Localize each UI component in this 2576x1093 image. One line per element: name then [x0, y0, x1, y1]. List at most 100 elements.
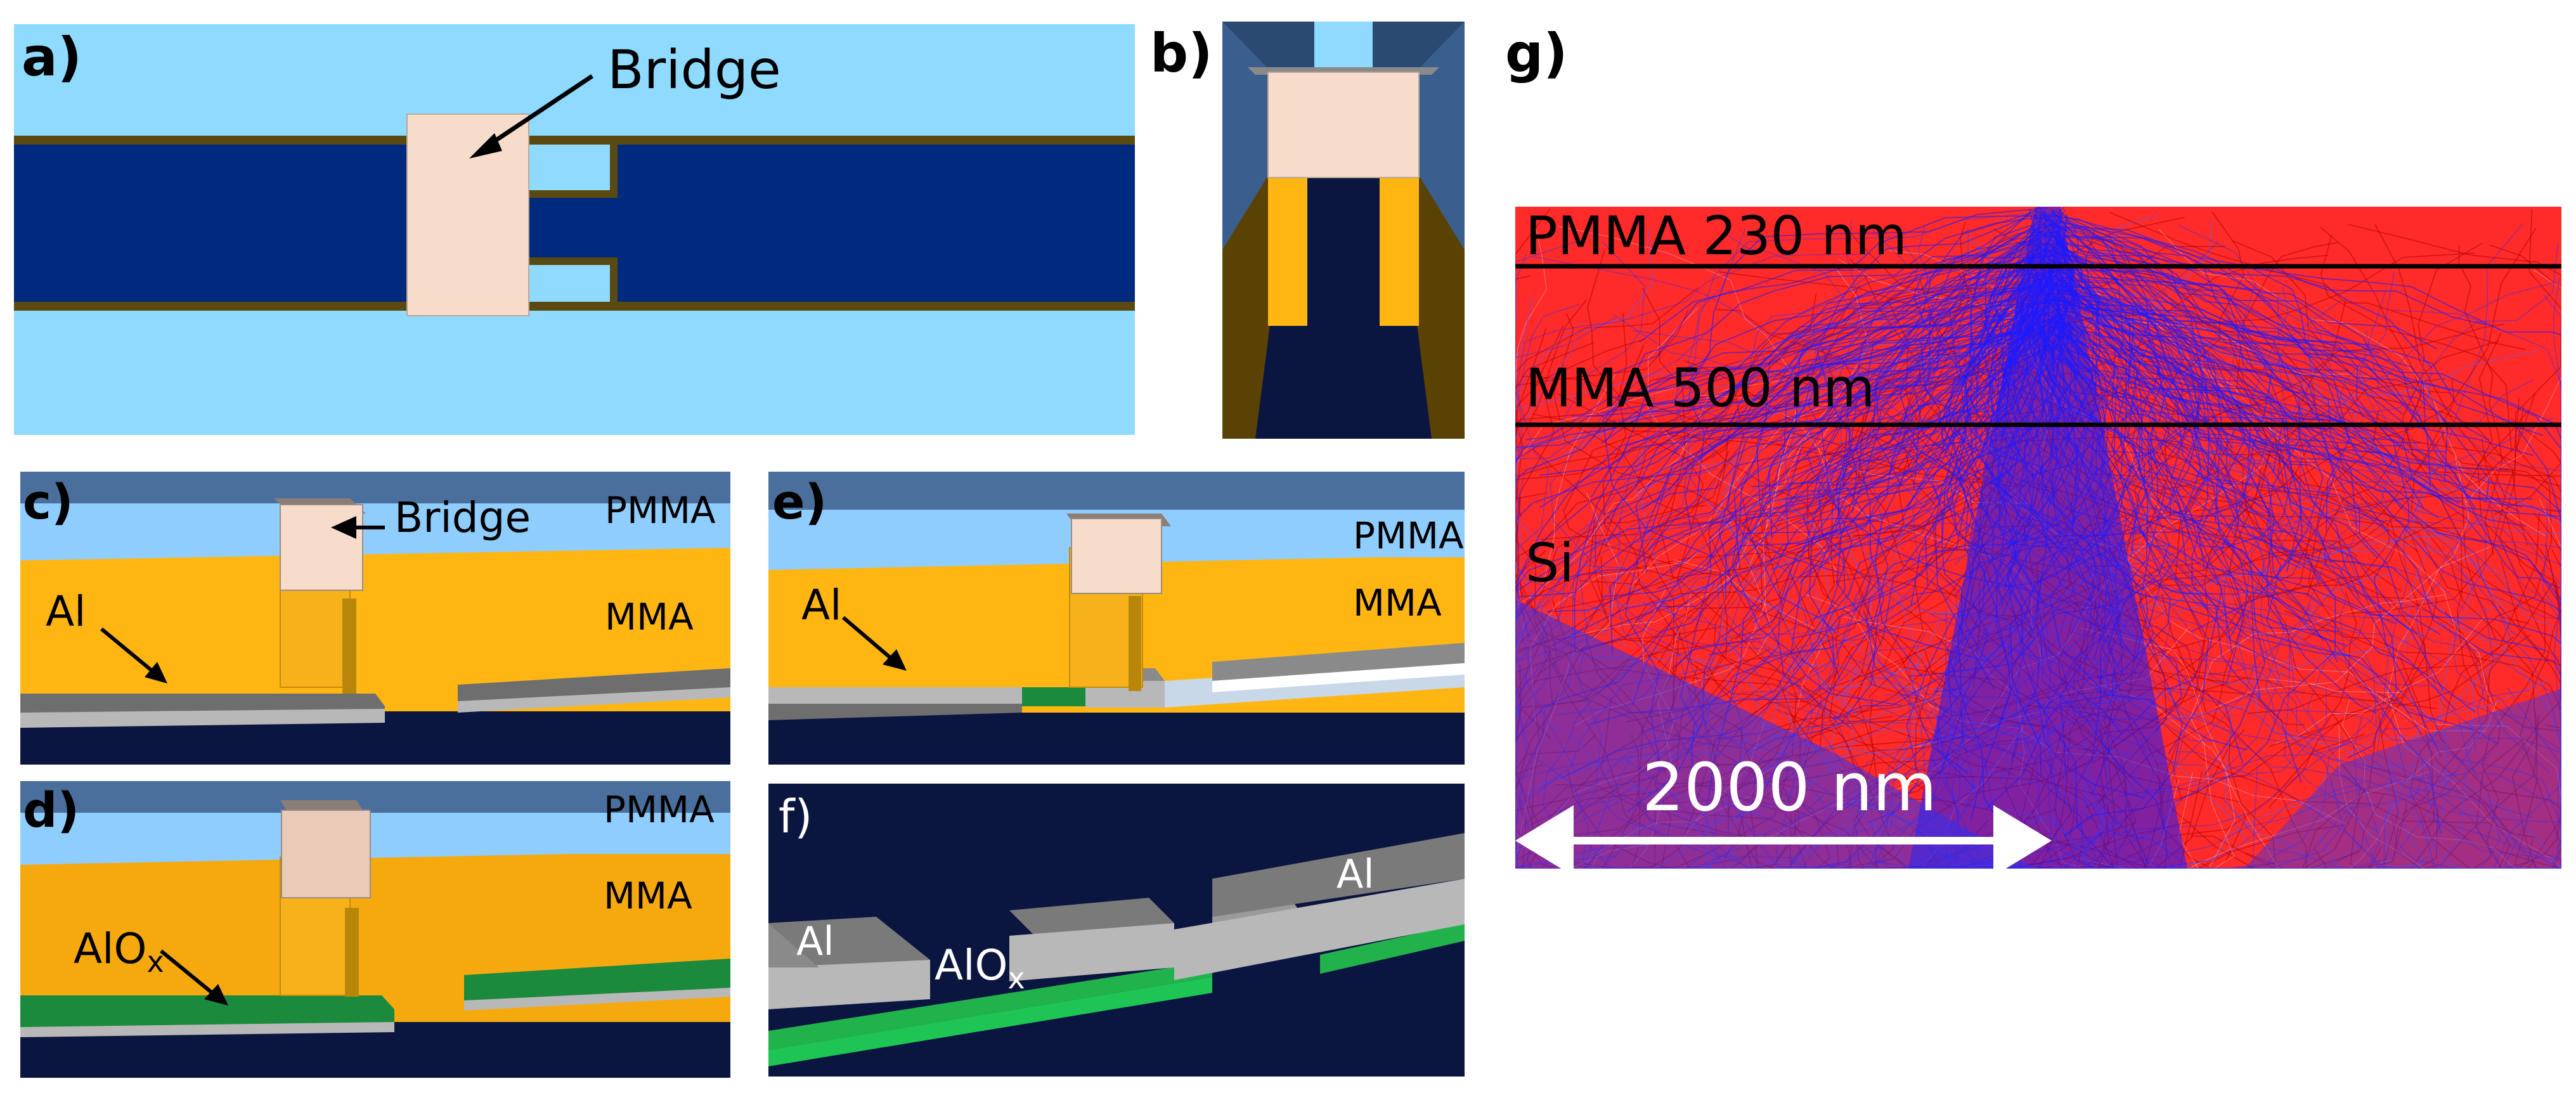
electron-trajectory	[2507, 687, 2561, 869]
electron-trajectory	[2227, 708, 2539, 869]
electron-trajectory	[2422, 591, 2561, 869]
electron-trajectory	[1515, 240, 1645, 452]
panel-a-label: a)	[22, 26, 82, 88]
electron-trajectory	[2040, 216, 2561, 336]
electron-trajectory	[1754, 304, 2049, 585]
aloxide-subscript: x	[146, 945, 164, 980]
electron-trajectory	[2080, 628, 2351, 869]
electron-trajectory	[2020, 779, 2456, 869]
mma-pillar	[1129, 596, 1141, 691]
electron-trajectory	[1813, 306, 2048, 619]
pmma-label: PMMA	[1353, 514, 1464, 557]
al-left-side	[768, 923, 819, 967]
electron-trajectory	[1553, 313, 1763, 640]
electron-trajectory	[1515, 208, 1551, 557]
electron-trajectory	[2543, 295, 2561, 784]
electron-trajectory	[2220, 808, 2438, 869]
electron-trajectory	[2503, 827, 2561, 869]
electron-trajectory	[1574, 512, 1836, 614]
electron-trajectory	[2255, 668, 2556, 860]
electron-trajectory	[2034, 273, 2184, 422]
electron-trajectory	[2268, 442, 2426, 808]
electron-trajectory	[1515, 314, 2062, 639]
dark-substrate	[768, 713, 1465, 765]
aloxide-right-strip	[1320, 923, 1465, 974]
electron-trajectory	[2222, 798, 2546, 869]
electron-trajectory	[2050, 299, 2490, 500]
electron-trajectory	[2104, 461, 2448, 664]
electron-trajectory	[2468, 737, 2525, 869]
electron-trajectory	[2545, 543, 2561, 824]
electron-trajectory	[2055, 236, 2396, 624]
electron-trajectory	[1816, 275, 2055, 500]
electron-trajectory	[2087, 306, 2508, 765]
al-arrow-line	[100, 627, 158, 676]
electron-trajectory	[2048, 654, 2534, 818]
electron-trajectory	[2062, 706, 2535, 838]
bridge-block	[406, 113, 529, 316]
electron-trajectory	[2307, 226, 2423, 597]
electron-trajectory	[2052, 209, 2561, 612]
electron-trajectory	[2161, 344, 2336, 543]
electron-trajectory	[2350, 669, 2561, 869]
electron-trajectory	[2344, 732, 2424, 869]
electron-trajectory	[2002, 753, 2492, 869]
electron-trajectory	[1515, 254, 1550, 560]
electron-trajectory	[1764, 488, 1834, 749]
electron-trajectory	[1976, 246, 2249, 387]
electron-trajectory	[2263, 694, 2561, 869]
electron-trajectory	[2427, 818, 2561, 869]
electron-trajectory	[2344, 732, 2425, 869]
bridge-block	[281, 810, 371, 898]
electron-trajectory	[1648, 207, 2048, 550]
electron-trajectory	[1574, 512, 1836, 614]
electron-trajectory	[2064, 224, 2292, 671]
electron-trajectory	[1754, 267, 2044, 702]
electron-trajectory	[2052, 210, 2440, 519]
electron-trajectory	[2447, 555, 2561, 869]
electron-trajectory	[1515, 398, 1555, 599]
electron-trajectory	[1829, 515, 1908, 758]
electron-trajectory	[2056, 296, 2365, 418]
al-left-strip	[768, 687, 1022, 704]
electron-trajectory	[2427, 768, 2561, 869]
electron-trajectory	[2071, 685, 2327, 869]
electron-trajectory	[2066, 485, 2561, 826]
electron-trajectory	[1775, 287, 2054, 410]
aloxide-arrow-head	[204, 984, 228, 1006]
electron-trajectory	[2416, 509, 2487, 752]
panel-f-drawing	[768, 784, 1465, 1077]
electron-trajectory	[1602, 234, 2034, 559]
blue-beam-core	[1908, 207, 2187, 869]
electron-trajectory	[1612, 314, 1960, 441]
top-shadow-left	[1222, 22, 1314, 67]
mma-pillar	[345, 908, 359, 997]
electron-trajectory	[2387, 540, 2561, 666]
electron-trajectory	[1515, 325, 1564, 739]
panel-c-label: c)	[23, 474, 74, 530]
electron-trajectory	[2241, 363, 2561, 751]
electron-trajectory	[2502, 529, 2561, 621]
electron-trajectory	[2495, 560, 2561, 869]
electron-trajectory	[1515, 296, 1628, 647]
bridge-label: Bridge	[607, 39, 781, 101]
electron-trajectory	[2223, 379, 2534, 670]
electron-trajectory	[1706, 316, 2035, 810]
electron-trajectory	[2224, 713, 2561, 869]
blue-lower-right	[2244, 689, 2561, 869]
bridge-block	[1071, 518, 1162, 594]
electron-trajectory	[2402, 506, 2554, 816]
background-top	[768, 472, 1465, 510]
electron-trajectory	[2261, 373, 2433, 576]
electron-trajectory	[2298, 403, 2561, 658]
electron-trajectory	[1773, 315, 1882, 639]
panel-c: c) Bridge PMMA MMA Al	[20, 472, 730, 765]
mma-label: MMA	[605, 595, 694, 638]
electron-trajectory	[2029, 235, 2367, 392]
electron-trajectory	[2048, 224, 2432, 368]
electron-trajectory	[2045, 224, 2229, 453]
mma-pmma-front	[20, 838, 730, 865]
electron-trajectory	[2045, 214, 2319, 354]
electron-trajectory	[2248, 398, 2553, 714]
electron-trajectory	[2380, 513, 2540, 737]
